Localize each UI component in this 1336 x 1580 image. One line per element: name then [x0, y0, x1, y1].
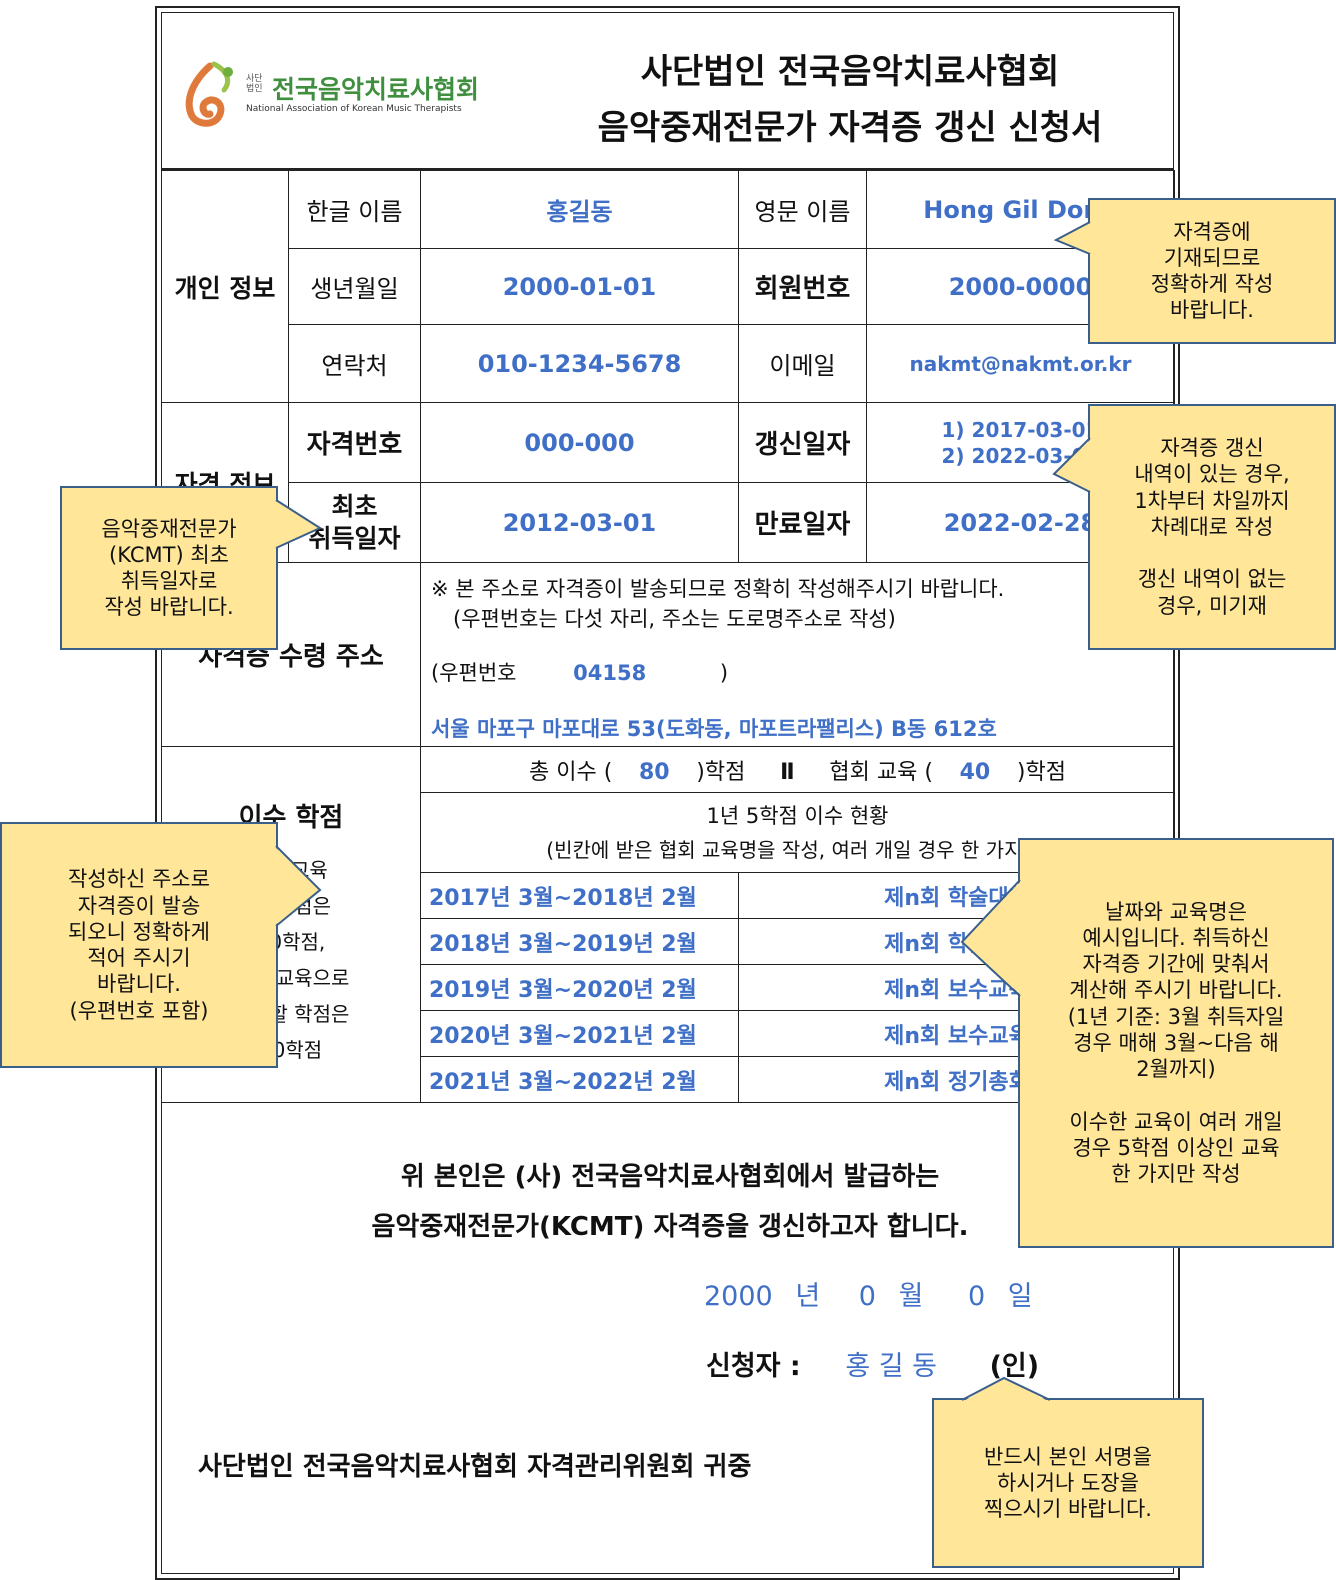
applicant-name[interactable]: 홍 길 동 [845, 1351, 937, 1382]
form-title-line2: 음악중재전문가 자격증 갱신 신청서 [597, 108, 1103, 148]
callout-signature-pointer [961, 1376, 1051, 1402]
applicant-row: 신청자 : 홍 길 동 (인) [706, 1344, 1106, 1383]
first-date-label-1: 최초 [331, 491, 378, 521]
renew-date-label: 갱신일자 [738, 402, 867, 483]
statement-line2: 음악중재전문가(KCMT) 자격증을 갱신하고자 합니다. [371, 1212, 969, 1242]
english-name-label: 영문 이름 [738, 170, 867, 249]
date-month[interactable]: 0 [858, 1281, 876, 1312]
date-year[interactable]: 2000 [704, 1281, 773, 1312]
assoc-credits-value[interactable]: 40 [959, 759, 991, 785]
period-cell[interactable]: 2020년 3월~2021년 2월 [420, 1010, 739, 1057]
zip-close-label: ) [719, 661, 729, 685]
applicant-label: 신청자 : [706, 1351, 801, 1382]
korean-name-value[interactable]: 홍길동 [420, 170, 739, 249]
callout-signature-text: 반드시 본인 서명을 하시거나 도장을 찍으시기 바랍니다. [984, 1444, 1152, 1522]
period-cell[interactable]: 2019년 3월~2020년 2월 [420, 964, 739, 1011]
callout-name-note: 자격증에 기재되므로 정확하게 작성 바랍니다. [1088, 198, 1336, 344]
callout-renew-pointer [1052, 437, 1092, 493]
date-year-unit: 년 [795, 1281, 821, 1312]
address-value[interactable]: 서울 마포구 마포대로 53(도화동, 마포트라팰리스) B동 612호 [431, 717, 997, 741]
form-title-line1: 사단법인 전국음악치료사협회 [640, 52, 1060, 92]
address-notice-2: (우편번호는 다섯 자리, 주소는 도로명주소로 작성) [453, 607, 896, 631]
cert-no-label: 자격번호 [288, 402, 421, 483]
callout-first-date-note: 음악중재전문가 (KCMT) 최초 취득일자로 작성 바랍니다. [60, 486, 278, 650]
korean-name-label: 한글 이름 [288, 170, 421, 249]
callout-first-date-pointer [274, 499, 323, 549]
applicant-seal: (인) [989, 1351, 1040, 1382]
total-credits-value[interactable]: 80 [638, 759, 670, 785]
logo-prefix: 사단 법인 [246, 74, 263, 94]
first-date-label-2: 취득일자 [308, 523, 401, 553]
birth-value[interactable]: 2000-01-01 [420, 248, 739, 325]
expire-date-label: 만료일자 [738, 482, 867, 563]
member-no-label: 회원번호 [738, 248, 867, 325]
assoc-suffix: )학점 [1016, 759, 1066, 785]
callout-name-pointer [1053, 221, 1092, 255]
renew-date-1: 1) 2017-03-01 [941, 417, 1100, 442]
yearly-title: 1년 5학점 이수 현황 [706, 803, 889, 828]
date-row: 2000 년 0 월 0 일 [704, 1274, 1084, 1313]
cert-no-value[interactable]: 000-000 [420, 402, 739, 483]
callout-first-date-text: 음악중재전문가 (KCMT) 최초 취득일자로 작성 바랍니다. [101, 516, 237, 620]
callout-date-text: 날짜와 교육명은 예시입니다. 취득하신 자격증 기간에 맞춰서 계산해 주시기… [1067, 899, 1285, 1187]
callout-signature-note: 반드시 본인 서명을 하시거나 도장을 찍으시기 바랍니다. [932, 1398, 1204, 1568]
callout-date-pointer [960, 880, 1022, 997]
callout-address-note: 작성하신 주소로 자격증이 발송 되오니 정확하게 적어 주시기 바랍니다. (… [0, 822, 278, 1068]
total-prefix: 총 이수 ( [529, 759, 613, 785]
statement-line1: 위 본인은 (사) 전국음악치료사협회에서 발급하는 [400, 1162, 940, 1192]
zip-open-label: (우편번호 [431, 661, 517, 685]
date-day-unit: 일 [1007, 1281, 1033, 1312]
assoc-prefix: 협회 교육 ( [829, 759, 933, 785]
date-month-unit: 월 [898, 1281, 924, 1312]
callout-renew-note: 자격증 갱신 내역이 있는 경우, 1차부터 차일까지 차례대로 작성 갱신 내… [1088, 404, 1336, 650]
credits-total-row: 총 이수 ( 80 )학점 Ⅱ 협회 교육 ( 40 )학점 [420, 746, 1175, 793]
contact-label: 연락처 [288, 324, 421, 403]
association-logo: 사단 법인 전국음악치료사협회 National Association of … [180, 60, 520, 130]
zip-value[interactable]: 04158 [573, 661, 647, 685]
birth-label: 생년월일 [288, 248, 421, 325]
callout-address-pointer [274, 845, 322, 927]
logo-english: National Association of Korean Music The… [246, 104, 462, 114]
date-day[interactable]: 0 [967, 1281, 986, 1312]
personal-section-label: 개인 정보 [161, 170, 289, 403]
footer-recipient: 사단법인 전국음악치료사협회 자격관리위원회 귀중 [198, 1452, 752, 1482]
email-label: 이메일 [738, 324, 867, 403]
period-cell[interactable]: 2017년 3월~2018년 2월 [420, 872, 739, 919]
contact-value[interactable]: 010-1234-5678 [420, 324, 739, 403]
total-suffix: )학점 [696, 759, 746, 785]
address-notice-1: ※ 본 주소로 자격증이 발송되므로 정확히 작성해주시기 바랍니다. [431, 577, 1005, 601]
yearly-subtitle: (빈칸에 받은 협회 교육명을 작성, 여러 개일 경우 한 가지만) [546, 837, 1049, 862]
callout-renew-text: 자격증 갱신 내역이 있는 경우, 1차부터 차일까지 차례대로 작성 갱신 내… [1134, 436, 1290, 618]
header-divider [161, 168, 1174, 170]
logo-name: 전국음악치료사협회 [272, 75, 480, 104]
address-cell[interactable]: ※ 본 주소로 자격증이 발송되므로 정확히 작성해주시기 바랍니다. (우편번… [420, 562, 1175, 747]
callout-address-text: 작성하신 주소로 자격증이 발송 되오니 정확하게 적어 주시기 바랍니다. (… [68, 867, 210, 1023]
period-cell[interactable]: 2018년 3월~2019년 2월 [420, 918, 739, 965]
zip-row: (우편번호 04158 ) [431, 657, 1174, 687]
period-cell[interactable]: 2021년 3월~2022년 2월 [420, 1056, 739, 1103]
callout-name-text: 자격증에 기재되므로 정확하게 작성 바랍니다. [1150, 219, 1274, 323]
callout-date-note: 날짜와 교육명은 예시입니다. 취득하신 자격증 기간에 맞춰서 계산해 주시기… [1018, 838, 1334, 1248]
first-date-value[interactable]: 2012-03-01 [420, 482, 739, 563]
credits-separator: Ⅱ [780, 759, 795, 785]
treble-clef-logo-icon [185, 61, 233, 127]
